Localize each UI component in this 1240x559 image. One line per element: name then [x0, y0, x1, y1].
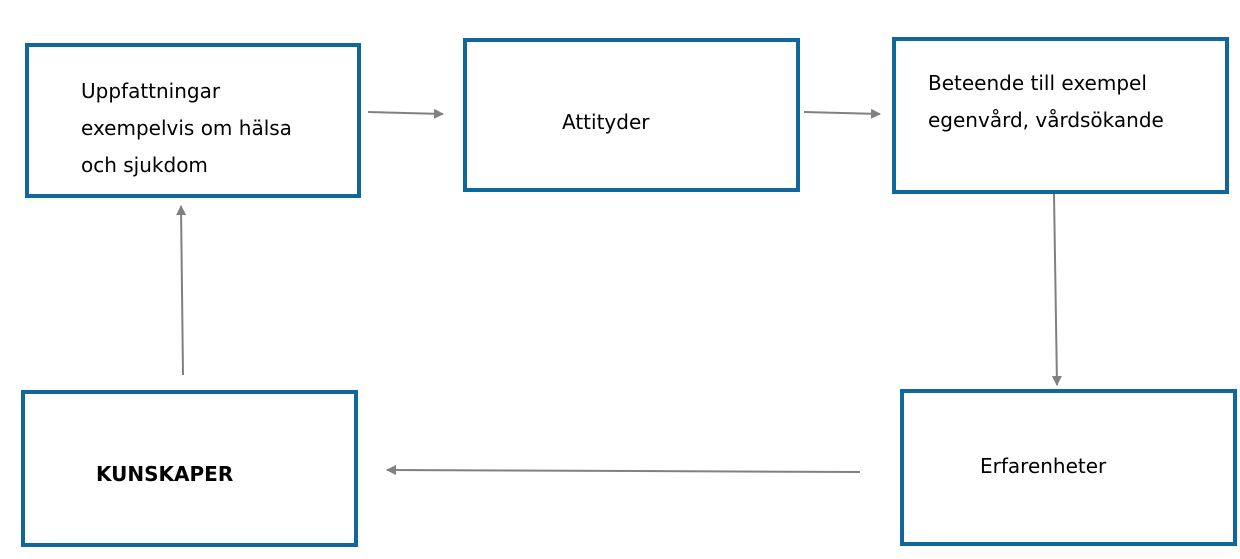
box-knowledge-line-1: KUNSKAPER [96, 462, 234, 486]
box-behaviour: Beteende till exempel egenvård, vårdsöka… [892, 37, 1229, 194]
box-attitudes-line-1: Attityder [562, 110, 650, 134]
box-experiences-text: Erfarenheter [980, 448, 1106, 484]
box-experiences-line-1: Erfarenheter [980, 454, 1107, 478]
box-attitudes-text: Attityder [562, 104, 649, 140]
box-perceptions: Uppfattningar exempelvis om hälsa och sj… [25, 43, 361, 198]
box-experiences: Erfarenheter [900, 389, 1237, 546]
box-behaviour-line-1: Beteende till exempel [928, 71, 1147, 95]
box-knowledge: KUNSKAPER [21, 390, 358, 547]
box-attitudes: Attityder [463, 38, 800, 192]
box-behaviour-line-2: egenvård, vårdsökande [928, 108, 1164, 132]
box-perceptions-text: Uppfattningar exempelvis om hälsa och sj… [81, 73, 292, 184]
box-behaviour-text: Beteende till exempel egenvård, vårdsöka… [928, 65, 1164, 139]
box-perceptions-line-3: och sjukdom [81, 153, 208, 177]
arrow-perceptions-to-attitudes [367, 108, 444, 119]
arrow-attitudes-to-behaviour [803, 108, 881, 119]
box-knowledge-text: KUNSKAPER [96, 456, 233, 492]
box-perceptions-line-2: exempelvis om hälsa [81, 116, 292, 140]
box-perceptions-line-1: Uppfattningar [81, 79, 221, 103]
arrow-knowledge-to-perceptions [176, 205, 187, 376]
arrow-behaviour-to-experiences [1051, 193, 1062, 386]
arrow-experiences-to-knowledge [386, 465, 861, 476]
